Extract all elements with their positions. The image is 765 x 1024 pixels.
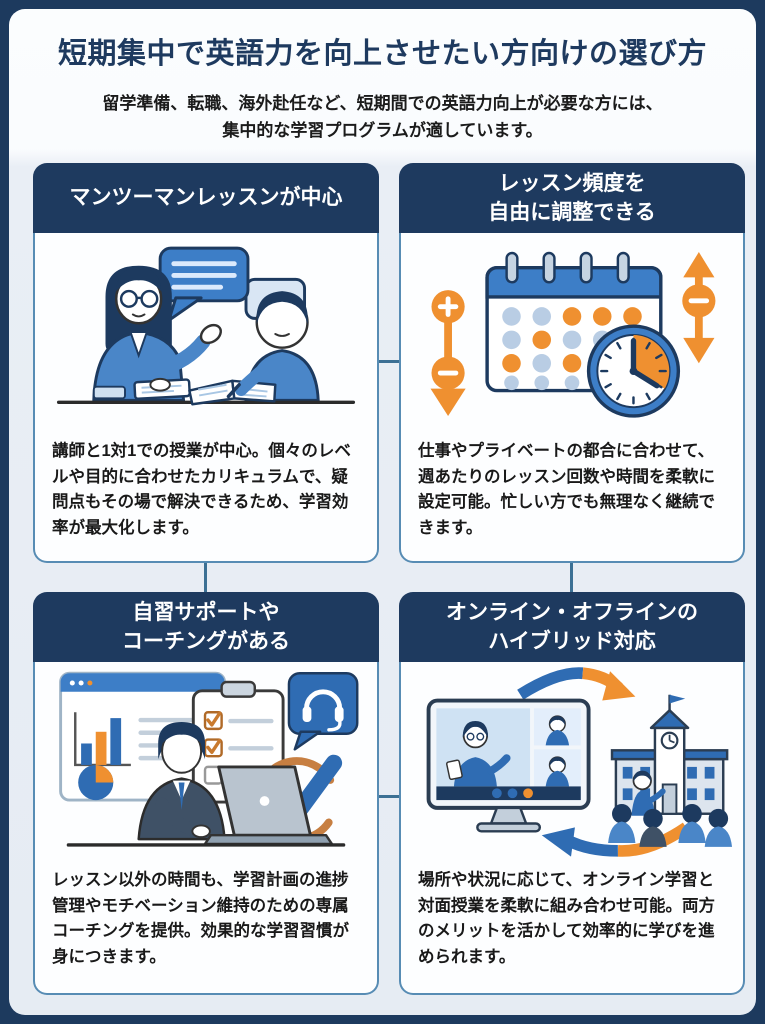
page-subtitle: 留学準備、転職、海外赴任など、短期間での英語力向上が必要な方には、 集中的な学習… (102, 94, 663, 141)
calendar-clock-illustration (430, 251, 716, 418)
card-body: 場所や状況に応じて、オンライン学習と対面授業を柔軟に組み合わせ可能。両方のメリッ… (399, 662, 745, 995)
one-on-one-lesson-illustration (56, 246, 356, 406)
card-illustration-area (35, 233, 377, 435)
connector-left-vertical (204, 563, 207, 593)
coaching-support-illustration (59, 671, 359, 847)
card-illustration-area (35, 662, 377, 864)
card-description: 場所や状況に応じて、オンライン学習と対面授業を柔軟に組み合わせ可能。両方のメリッ… (418, 871, 715, 967)
card-illustration-area (401, 233, 743, 435)
clock-icon (586, 324, 681, 418)
school-building-icon (610, 694, 729, 815)
card-illustration-area (401, 662, 743, 864)
card-body: 講師と1対1での授業が中心。個々のレベルや目的に合わせたカリキュラムで、疑問点も… (33, 233, 379, 563)
card-body: レッスン以外の時間も、学習計画の進捗管理やモチベーション維持のための専属コーチン… (33, 662, 379, 995)
card-coaching-support: 自習サポートや コーチングがある (33, 592, 379, 995)
card-description: 講師と1対1での授業が中心。個々のレベルや目的に合わせたカリキュラムで、疑問点も… (52, 442, 351, 538)
connector-bottom-horizontal (379, 795, 400, 798)
card-title: 自習サポートや コーチングがある (33, 592, 379, 662)
card-hybrid-support: オンライン・オフラインの ハイブリッド対応 (399, 592, 745, 995)
card-description: 仕事やプライベートの都合に合わせて、週あたりのレッスン回数や時間を柔軟に設定可能… (418, 442, 715, 538)
up-down-arrow-icon (682, 252, 716, 364)
headset-bubble-icon (287, 672, 359, 751)
card-one-on-one-lesson: マンツーマンレッスンが中心 (33, 163, 379, 563)
infographic-panel: 短期集中で英語力を向上させたい方向けの選び方 留学準備、転職、海外赴任など、短期… (9, 9, 756, 1015)
card-title: オンライン・オフラインの ハイブリッド対応 (399, 592, 745, 662)
card-title: レッスン頻度を 自由に調整できる (399, 163, 745, 233)
card-title: マンツーマンレッスンが中心 (33, 163, 379, 233)
hybrid-online-offline-illustration (426, 667, 733, 857)
connector-right-vertical (570, 563, 573, 593)
card-lesson-frequency: レッスン頻度を 自由に調整できる (399, 163, 745, 563)
card-description: レッスン以外の時間も、学習計画の進捗管理やモチベーション維持のための専属コーチン… (52, 871, 349, 967)
card-body: 仕事やプライベートの都合に合わせて、週あたりのレッスン回数や時間を柔軟に設定可能… (399, 233, 745, 563)
page-title: 短期集中で英語力を向上させたい方向けの選び方 (57, 38, 707, 70)
connector-top-horizontal (379, 360, 400, 363)
